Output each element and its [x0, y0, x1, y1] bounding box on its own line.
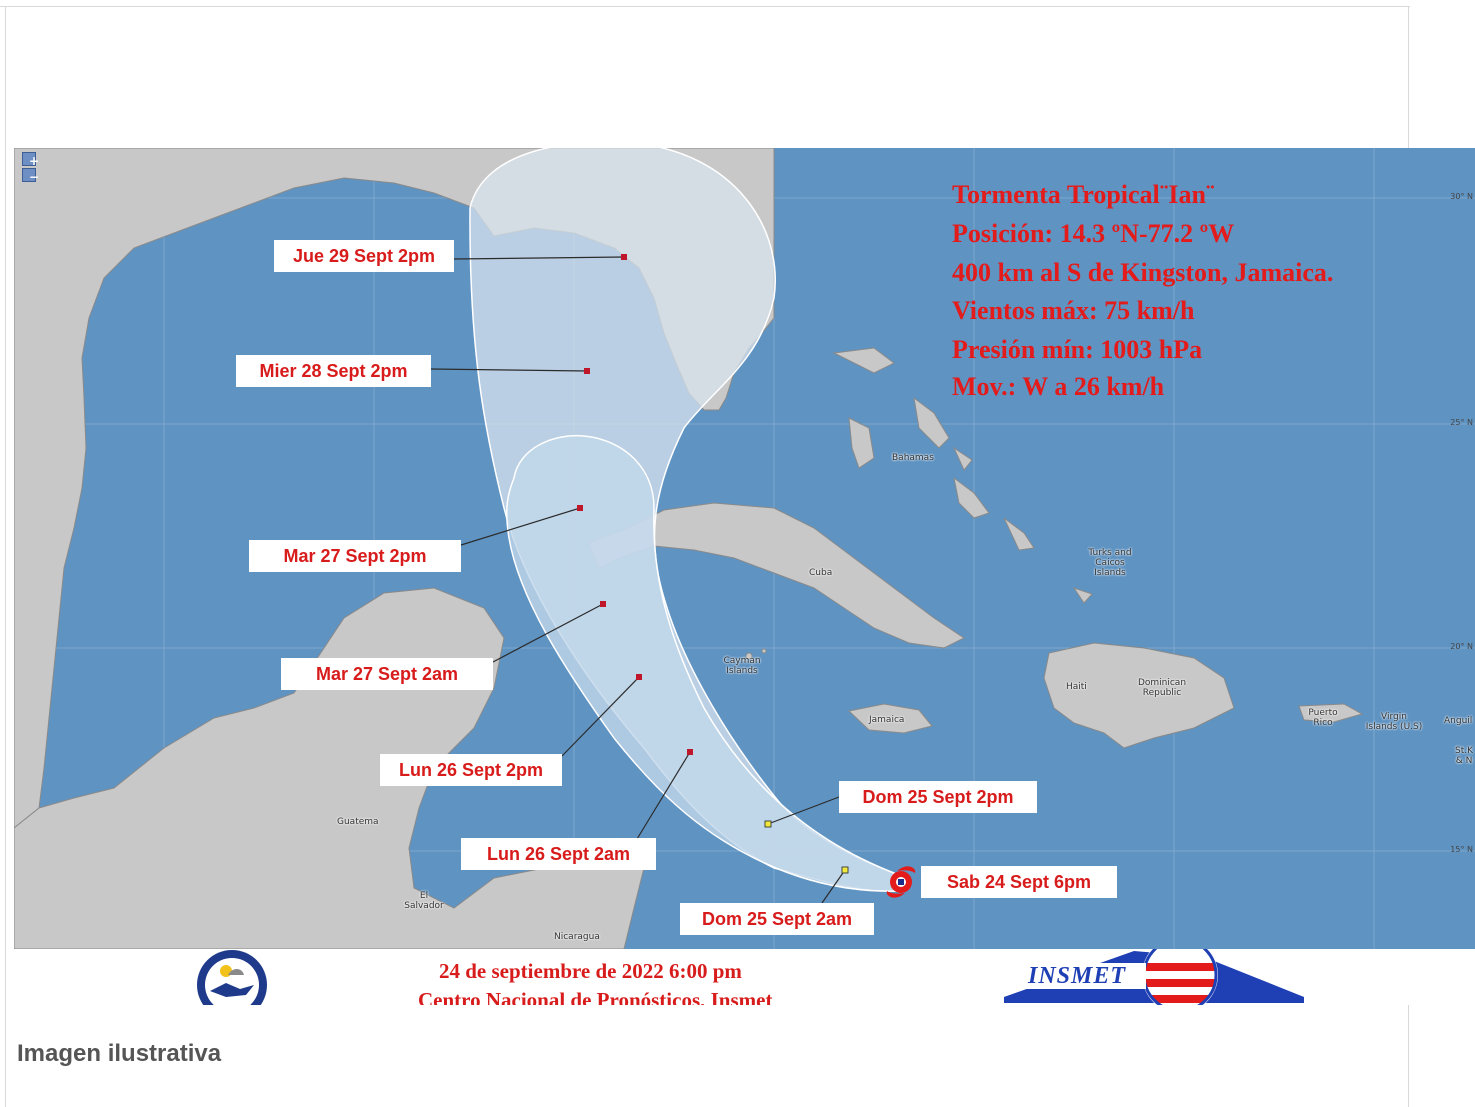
- cuba: [588, 502, 965, 649]
- map-footer: 24 de septiembre de 2022 6:00 pm Centro …: [14, 949, 1475, 1005]
- zoom-out-button[interactable]: −: [22, 168, 39, 184]
- leader-lun-26-2pm: [561, 676, 640, 757]
- label-el-salvador: El Salvador: [404, 891, 444, 911]
- label-st-kitts: St.K & N: [1454, 746, 1473, 766]
- label-dom-25-2am: Dom 25 Sept 2am: [680, 903, 874, 935]
- insmet-logo-graphic: [1004, 949, 1304, 1005]
- bahamas-island-6: [952, 446, 973, 471]
- point-jue-29: [621, 254, 627, 260]
- label-dom-25-2pm: Dom 25 Sept 2pm: [839, 781, 1037, 813]
- label-puerto-rico: Puerto Rico: [1308, 708, 1338, 728]
- leader-dom-25-2pm: [767, 796, 840, 825]
- storm-distance: 400 km al S de Kingston, Jamaica.: [952, 258, 1334, 287]
- label-mar-27-2am: Mar 27 Sept 2am: [281, 658, 493, 690]
- storm-title: Tormenta Tropical¨Ian¨: [952, 180, 1215, 209]
- label-virgin-islands: Virgin Islands (U.S): [1365, 712, 1423, 732]
- storm-position: Posición: 14.3 ºN-77.2 ºW: [952, 219, 1235, 248]
- storm-pressure: Presión mín: 1003 hPa: [952, 335, 1203, 364]
- label-turks: Turks and Caicos Islands: [1088, 548, 1132, 578]
- label-nicaragua: Nicaragua: [554, 932, 600, 942]
- forecast-cone-inner: [506, 434, 902, 892]
- point-lun-26-2am: [687, 749, 693, 755]
- storm-icon: [886, 866, 916, 898]
- early-points: [764, 820, 849, 874]
- puerto-rico: [1298, 703, 1364, 723]
- label-jamaica: Jamaica: [869, 715, 905, 725]
- point-dom-25-2am: [841, 866, 849, 874]
- point-dom-25-2pm: [764, 820, 772, 828]
- turks-islands: [1072, 587, 1093, 604]
- frame-right-border-lower: [1408, 1005, 1409, 1107]
- frame-top-border: [0, 6, 1410, 7]
- label-cayman: Cayman Islands: [723, 656, 761, 676]
- leader-jue-29: [453, 256, 625, 260]
- label-bahamas: Bahamas: [892, 453, 934, 463]
- label-jue-29: Jue 29 Sept 2pm: [274, 240, 454, 272]
- lat-label-15: 15° N: [1450, 845, 1473, 854]
- label-dominican: Dominican Republic: [1137, 678, 1187, 698]
- storm-winds: Vientos máx: 75 km/h: [952, 296, 1195, 325]
- cayman-island-2: [761, 648, 767, 654]
- seal-icon: [197, 950, 267, 1005]
- label-lun-26-2am: Lun 26 Sept 2am: [461, 838, 656, 870]
- seal-logo: [196, 949, 268, 1005]
- label-sab-24: Sab 24 Sept 6pm: [921, 866, 1117, 898]
- footer-center-name: Centro Nacional de Pronósticos, Insmet: [418, 988, 773, 1005]
- point-lun-26-2pm: [636, 674, 642, 680]
- storm-movement: Mov.: W a 26 km/h: [952, 372, 1165, 401]
- label-lun-26-2pm: Lun 26 Sept 2pm: [380, 754, 562, 786]
- leader-mar-27-2am: [492, 603, 604, 663]
- forecast-points: [577, 254, 693, 755]
- image-caption: Imagen ilustrativa: [17, 1040, 222, 1067]
- label-guatemala: Guatema: [337, 817, 379, 827]
- insmet-logo: INSMET: [1004, 949, 1314, 1005]
- leader-lines: [430, 256, 846, 904]
- bahamas-island-3: [953, 476, 990, 519]
- insmet-logo-text: INSMET: [1028, 963, 1127, 989]
- label-cuba: Cuba: [809, 568, 833, 578]
- zoom-in-button[interactable]: +: [22, 152, 39, 168]
- label-mar-27-2pm: Mar 27 Sept 2pm: [249, 540, 461, 572]
- footer-date: 24 de septiembre de 2022 6:00 pm: [439, 959, 742, 983]
- cayman-island: [745, 652, 753, 660]
- hispaniola: [1043, 642, 1235, 749]
- leader-dom-25-2am: [821, 869, 846, 904]
- bahamas-island-2: [913, 396, 950, 449]
- point-mar-27-2am: [600, 601, 606, 607]
- leader-mier-28: [430, 368, 588, 372]
- leader-lun-26-2am: [636, 751, 691, 840]
- lat-label-30: 30° N: [1450, 192, 1473, 201]
- bahamas-island-4: [1003, 517, 1035, 551]
- bahamas-island-1: [848, 417, 875, 469]
- point-mier-28: [584, 368, 590, 374]
- frame-right-border-upper: [1408, 6, 1409, 148]
- point-mar-27-2pm: [577, 505, 583, 511]
- bahamas-island-5: [832, 347, 895, 374]
- label-anguilla: Anguil: [1444, 716, 1473, 726]
- label-haiti: Haiti: [1066, 682, 1087, 692]
- frame-left-border: [5, 6, 6, 1107]
- leader-mar-27-2pm: [460, 507, 581, 546]
- lat-label-25: 25° N: [1450, 418, 1473, 427]
- lat-label-20: 20° N: [1450, 642, 1473, 651]
- jamaica: [847, 703, 933, 734]
- label-mier-28: Mier 28 Sept 2pm: [236, 355, 431, 387]
